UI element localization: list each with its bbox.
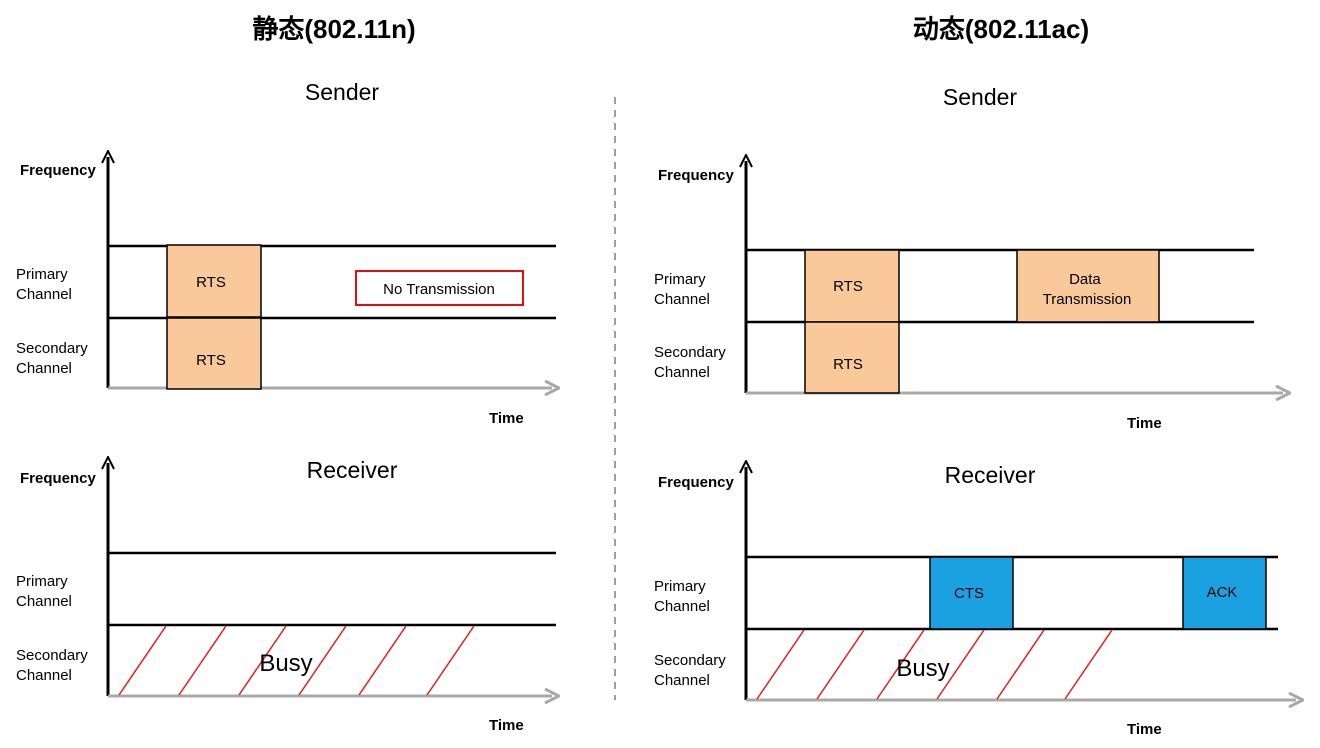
right-receiver-secondary-label: Secondary Channel	[654, 652, 730, 689]
hatch-line	[238, 625, 287, 696]
right-sender-secondary-rts-label: RTS	[833, 356, 863, 373]
right-sender-secondary-label: Secondary Channel	[654, 344, 730, 381]
right-sender-primary-label: Primary Channel	[654, 271, 710, 308]
left-sender-no-transmission-box	[355, 270, 524, 306]
right-receiver-x-axis-label: Time	[1127, 721, 1162, 738]
right-sender-panel: Sender Frequency Time Primary Channel Se…	[654, 84, 1283, 432]
hatch-line	[178, 625, 227, 696]
hatch-line	[426, 625, 475, 696]
left-sender-secondary-rts-box	[166, 317, 262, 390]
left-sender-primary-rts-box	[166, 244, 262, 318]
right-receiver-busy-hatching	[756, 629, 1113, 700]
left-receiver-x-axis-label: Time	[489, 717, 524, 734]
left-sender-heading: Sender	[305, 79, 380, 105]
left-receiver-panel: Receiver Frequency Time Primary Channel …	[16, 457, 556, 734]
left-receiver-busy-label: Busy	[259, 650, 312, 677]
right-title: 动态(802.11ac)	[913, 14, 1089, 44]
hatch-line	[876, 629, 925, 700]
left-title: 静态(802.11n)	[252, 14, 415, 44]
right-receiver-panel: Receiver Frequency Time Primary Channel …	[654, 462, 1296, 738]
left-receiver-heading: Receiver	[307, 457, 398, 483]
left-receiver-busy-hatching	[118, 625, 475, 696]
left-sender-secondary-label: Secondary Channel	[16, 340, 92, 377]
hatch-line	[756, 629, 805, 700]
right-sender-data-transmission-label: Data Transmission	[1043, 271, 1132, 308]
hatch-line	[358, 625, 407, 696]
hatch-line	[816, 629, 865, 700]
hatch-line	[118, 625, 167, 696]
right-sender-primary-rts-box	[804, 249, 900, 323]
right-receiver-ack-box	[1182, 556, 1267, 630]
right-receiver-cts-box	[929, 556, 1014, 630]
right-sender-y-axis-label: Frequency	[658, 167, 735, 184]
right-receiver-y-axis-label: Frequency	[658, 474, 735, 491]
right-sender-secondary-rts-box	[804, 321, 900, 394]
right-receiver-cts-label: CTS	[954, 585, 984, 602]
right-receiver-ack-label: ACK	[1207, 584, 1238, 601]
left-receiver-secondary-label: Secondary Channel	[16, 647, 92, 684]
right-receiver-busy-label: Busy	[896, 655, 949, 682]
right-sender-heading: Sender	[943, 84, 1018, 110]
left-sender-primary-label: Primary Channel	[16, 266, 72, 303]
hatch-line	[298, 625, 347, 696]
hatch-line	[1064, 629, 1113, 700]
right-receiver-primary-label: Primary Channel	[654, 578, 710, 615]
left-sender-secondary-rts-label: RTS	[196, 352, 226, 369]
left-receiver-primary-label: Primary Channel	[16, 573, 72, 610]
right-sender-data-transmission-box	[1016, 249, 1160, 323]
left-sender-x-axis-label: Time	[489, 410, 524, 427]
hatch-line	[936, 629, 985, 700]
left-receiver-y-axis-label: Frequency	[20, 470, 97, 487]
left-sender-y-axis-label: Frequency	[20, 162, 97, 179]
right-sender-primary-rts-label: RTS	[833, 278, 863, 295]
left-sender-panel: Sender Frequency Time Primary Channel Se…	[16, 79, 556, 427]
left-sender-no-transmission-label: No Transmission	[383, 281, 495, 298]
left-sender-primary-rts-label: RTS	[196, 274, 226, 291]
right-sender-x-axis-label: Time	[1127, 415, 1162, 432]
right-receiver-heading: Receiver	[945, 462, 1036, 488]
hatch-line	[996, 629, 1045, 700]
